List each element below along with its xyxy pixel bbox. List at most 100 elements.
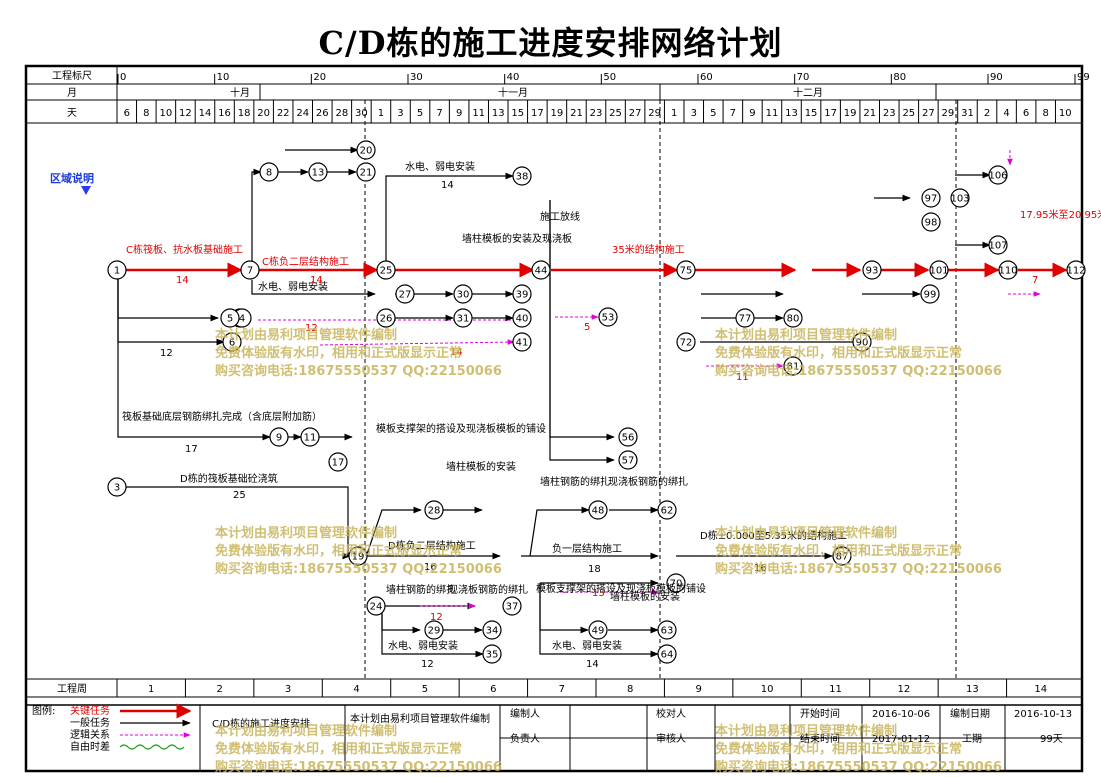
day-cell: 7 bbox=[436, 108, 442, 119]
network-node: 9 bbox=[269, 427, 289, 447]
week-cell: 13 bbox=[966, 684, 979, 695]
svg-text:56: 56 bbox=[622, 433, 635, 444]
day-cell: 14 bbox=[199, 108, 212, 119]
network-node: 97 bbox=[921, 188, 941, 208]
day-cell: 16 bbox=[218, 108, 231, 119]
duration-label: 13 bbox=[592, 588, 605, 599]
day-cell: 3 bbox=[397, 108, 403, 119]
network-node: 1 bbox=[107, 260, 127, 280]
day-cell: 10 bbox=[1059, 108, 1072, 119]
day-cell: 4 bbox=[1003, 108, 1009, 119]
activity-label: 墙柱模板的安装 bbox=[610, 590, 680, 603]
day-cell: 10 bbox=[160, 108, 173, 119]
activity-label: 水电、弱电安装 bbox=[388, 639, 458, 652]
activity-label: 模板支撑架的搭设及现浇板模板的铺设 bbox=[376, 422, 546, 435]
duration-label: 12 bbox=[421, 659, 434, 670]
activity-label: 水电、弱电安装 bbox=[405, 160, 475, 173]
day-cell: 17 bbox=[531, 108, 544, 119]
network-node: 49 bbox=[588, 620, 608, 640]
day-cell: 7 bbox=[730, 108, 736, 119]
day-cell: 25 bbox=[609, 108, 622, 119]
end-value: 2017-01-12 bbox=[872, 734, 930, 745]
day-cell: 21 bbox=[863, 108, 876, 119]
day-cell: 19 bbox=[844, 108, 857, 119]
network-node: 90 bbox=[852, 332, 872, 352]
day-cell: 21 bbox=[570, 108, 583, 119]
scale-tick: 50 bbox=[603, 72, 616, 83]
duration-label: 12 bbox=[305, 323, 318, 334]
month-separators bbox=[364, 100, 957, 679]
svg-text:106: 106 bbox=[988, 171, 1007, 182]
project-name: C/D栋的施工进度安排 bbox=[212, 717, 310, 730]
duration-value: 99天 bbox=[1040, 734, 1063, 745]
network-node: 87 bbox=[832, 546, 852, 566]
network-node: 41 bbox=[512, 332, 532, 352]
duration-label: 11 bbox=[736, 372, 749, 383]
day-cell: 31 bbox=[961, 108, 974, 119]
network-node: 20 bbox=[356, 140, 376, 160]
network-node: 5 bbox=[220, 308, 240, 328]
activity-label: 墙柱模板的安装 bbox=[446, 460, 516, 473]
activity-label: 负一层结构施工 bbox=[552, 542, 622, 555]
svg-text:101: 101 bbox=[929, 266, 948, 277]
svg-text:103: 103 bbox=[950, 194, 969, 205]
week-cell: 7 bbox=[559, 684, 565, 695]
week-cell: 4 bbox=[353, 684, 359, 695]
scale-tick: 70 bbox=[797, 72, 810, 83]
svg-text:87: 87 bbox=[836, 552, 849, 563]
network-node: 77 bbox=[735, 308, 755, 328]
svg-text:40: 40 bbox=[516, 314, 529, 325]
svg-text:72: 72 bbox=[680, 338, 693, 349]
software-note: 本计划由易利项目管理软件编制 bbox=[350, 712, 490, 725]
activity-label: C栋负二层结构施工 bbox=[262, 255, 349, 268]
svg-text:77: 77 bbox=[739, 314, 752, 325]
svg-text:20: 20 bbox=[360, 146, 373, 157]
svg-text:63: 63 bbox=[661, 626, 674, 637]
duration-label: 14 bbox=[176, 275, 189, 286]
svg-text:24: 24 bbox=[370, 602, 383, 613]
duration-label: 16 bbox=[424, 562, 437, 573]
svg-text:107: 107 bbox=[988, 241, 1007, 252]
network-node: 53 bbox=[598, 307, 618, 327]
activity-label: 墙柱钢筋的绑扎 bbox=[540, 475, 610, 488]
day-cell: 13 bbox=[785, 108, 798, 119]
start-value: 2016-10-06 bbox=[872, 709, 930, 720]
duration-label: 14 bbox=[586, 659, 599, 670]
network-node: 27 bbox=[395, 284, 415, 304]
svg-text:39: 39 bbox=[516, 290, 529, 301]
day-cell: 3 bbox=[691, 108, 697, 119]
svg-text:28: 28 bbox=[428, 506, 441, 517]
week-cell: 11 bbox=[829, 684, 842, 695]
network-node: 70 bbox=[666, 573, 686, 593]
week-cell: 10 bbox=[761, 684, 774, 695]
day-cell: 29 bbox=[942, 108, 955, 119]
month-oct: 十月 bbox=[230, 86, 250, 99]
network-node: 17 bbox=[328, 452, 348, 472]
network-node: 29 bbox=[424, 620, 444, 640]
legend-logic-label: 逻辑关系 bbox=[70, 728, 110, 741]
network-node: 81 bbox=[783, 356, 803, 376]
day-cell: 25 bbox=[902, 108, 915, 119]
scale-tick: 99 bbox=[1077, 72, 1090, 83]
footer-grid bbox=[26, 704, 1082, 771]
day-cell: 6 bbox=[1023, 108, 1029, 119]
network-node: 37 bbox=[502, 596, 522, 616]
svg-text:5: 5 bbox=[227, 314, 233, 325]
day-cell: 26 bbox=[316, 108, 329, 119]
network-node: 62 bbox=[657, 500, 677, 520]
scale-tick: 90 bbox=[990, 72, 1003, 83]
network-node: 3 bbox=[107, 477, 127, 497]
network-node: 24 bbox=[366, 596, 386, 616]
activity-label: C栋筏板、抗水板基础施工 bbox=[126, 243, 243, 256]
svg-text:19: 19 bbox=[352, 552, 365, 563]
network-node: 30 bbox=[453, 284, 473, 304]
svg-text:34: 34 bbox=[486, 626, 499, 637]
page-title: C/D栋的施工进度安排网络计划 bbox=[318, 24, 783, 62]
svg-text:11: 11 bbox=[304, 433, 317, 444]
day-cell: 18 bbox=[238, 108, 251, 119]
network-node: 35 bbox=[482, 644, 502, 664]
network-node: 56 bbox=[618, 427, 638, 447]
svg-text:8: 8 bbox=[266, 168, 272, 179]
